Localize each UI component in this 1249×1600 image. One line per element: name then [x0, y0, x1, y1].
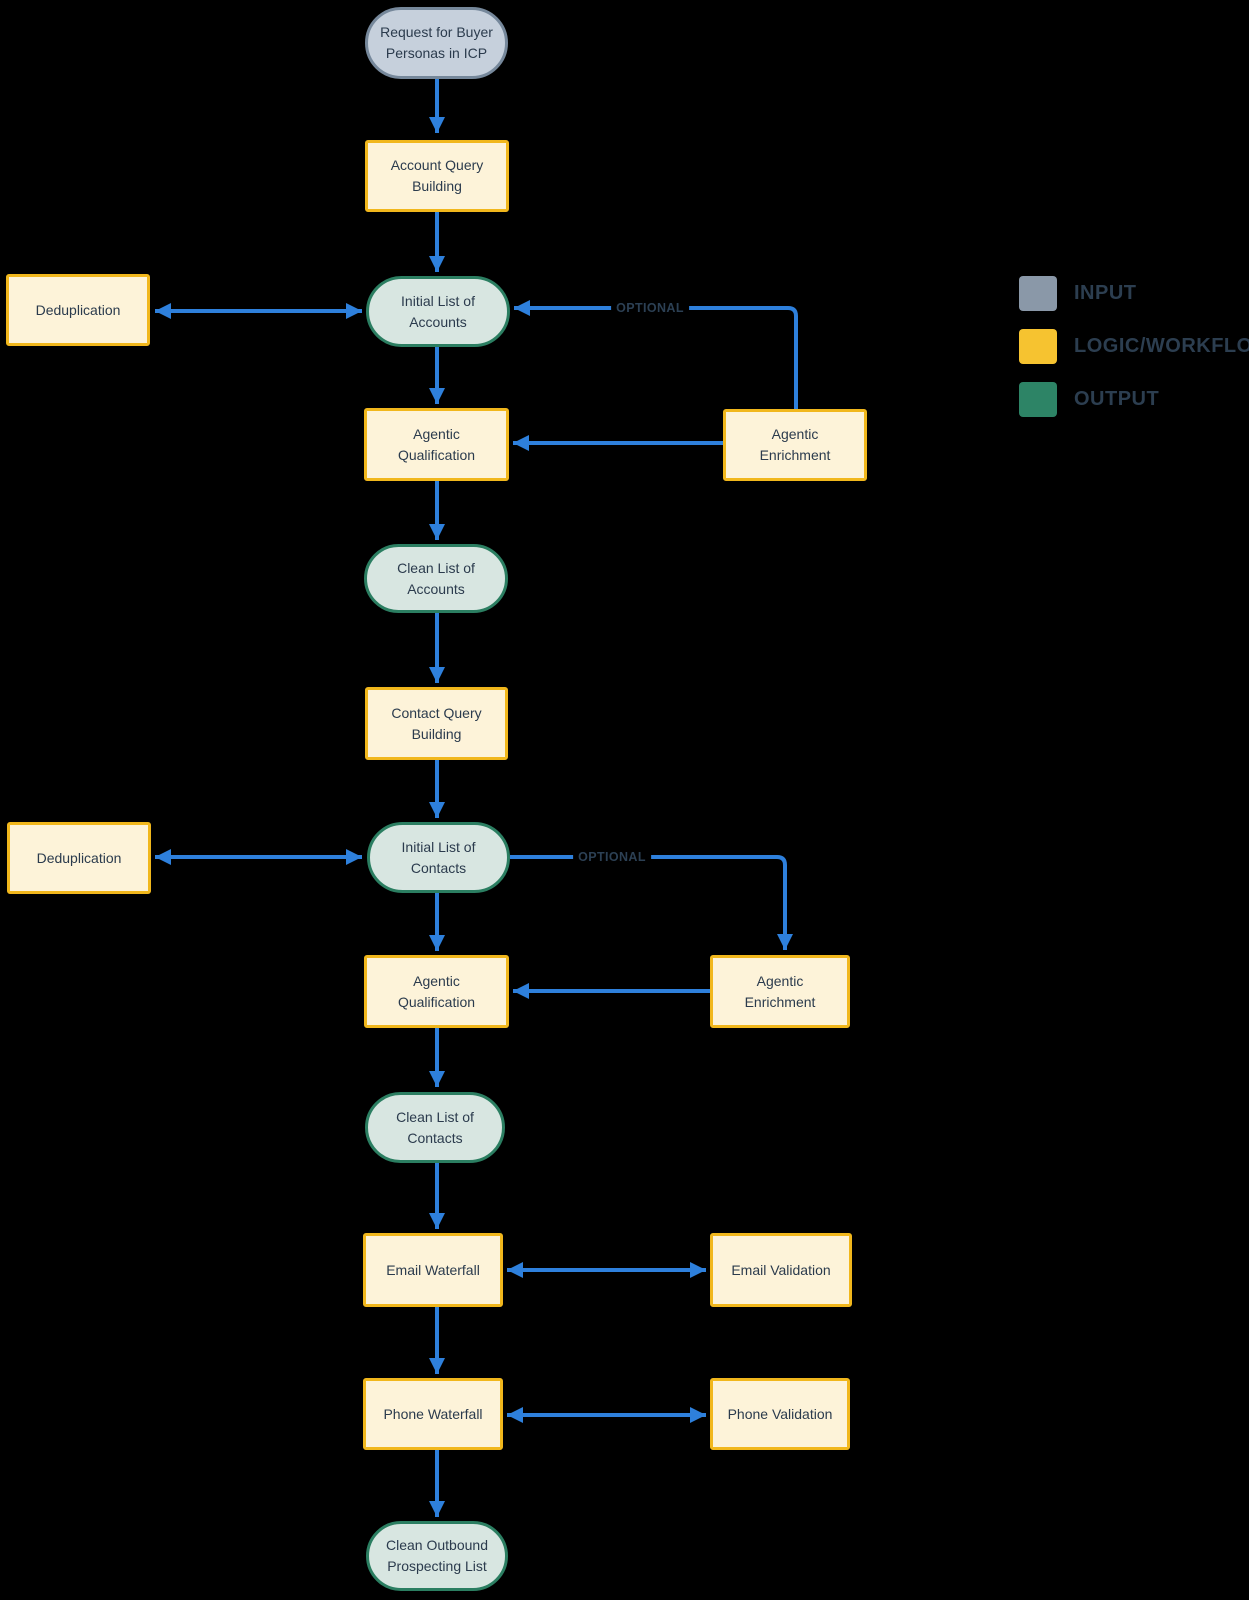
node-deduplication-accounts: Deduplication — [6, 274, 150, 346]
legend-label-input: INPUT — [1074, 281, 1137, 304]
node-label: Deduplication — [35, 301, 121, 318]
node-deduplication-contacts: Deduplication — [7, 822, 151, 894]
node-label: Clean List of Contacts — [396, 1108, 474, 1146]
node-contact-query-building: Contact Query Building — [365, 687, 508, 760]
legend-swatch-input — [1019, 275, 1057, 311]
node-label: Contact Query Building — [391, 704, 482, 742]
node-label: Deduplication — [36, 849, 122, 866]
edge-label-optional-accounts: OPTIONAL — [611, 301, 689, 315]
node-clean-list-of-accounts: Clean List of Accounts — [364, 544, 508, 613]
node-label: Initial List of Accounts — [401, 292, 475, 330]
node-agentic-enrichment-contacts: Agentic Enrichment — [710, 955, 850, 1028]
node-agentic-qualification-accounts: Agentic Qualification — [364, 408, 509, 481]
node-account-query-building: Account Query Building — [365, 140, 509, 212]
node-label: Agentic Enrichment — [759, 426, 831, 463]
node-label: Clean List of Accounts — [397, 559, 475, 597]
legend-label-output: OUTPUT — [1074, 387, 1160, 410]
edge-optional-initial-contacts-to-enrichment — [510, 855, 793, 950]
node-label: Initial List of Contacts — [401, 838, 476, 876]
legend-swatch-logic-workflow — [1019, 328, 1057, 364]
node-agentic-enrichment-accounts: Agentic Enrichment — [723, 409, 867, 481]
node-clean-outbound-prospecting-list: Clean Outbound Prospecting List — [366, 1521, 508, 1591]
legend-swatch-output — [1019, 381, 1057, 417]
node-label: Phone Waterfall — [383, 1405, 483, 1422]
node-label: Phone Validation — [727, 1405, 833, 1422]
legend-row-output: OUTPUT — [1019, 381, 1249, 417]
node-label: Agentic Enrichment — [744, 972, 816, 1010]
node-label: Email Validation — [731, 1261, 831, 1278]
edge-optional-enrichment-to-initial-accounts — [514, 300, 798, 409]
node-label: Agentic Qualification — [397, 425, 476, 463]
node-initial-list-of-contacts: Initial List of Contacts — [367, 822, 510, 893]
node-label: Email Waterfall — [386, 1261, 480, 1278]
legend-row-input: INPUT — [1019, 275, 1249, 311]
legend-row-logic-workflow: LOGIC/WORKFLOW — [1019, 328, 1249, 364]
node-email-validation: Email Validation — [710, 1233, 852, 1307]
edge-label-optional-contacts: OPTIONAL — [573, 850, 651, 864]
node-request-for-buyer-personas: Request for Buyer Personas in ICP — [365, 7, 508, 79]
node-label: Request for Buyer Personas in ICP — [380, 24, 493, 61]
node-clean-list-of-contacts: Clean List of Contacts — [365, 1092, 505, 1163]
node-label: Agentic Qualification — [397, 972, 476, 1010]
node-phone-waterfall: Phone Waterfall — [363, 1378, 503, 1450]
node-initial-list-of-accounts: Initial List of Accounts — [366, 276, 510, 347]
node-label: Clean Outbound Prospecting List — [386, 1537, 488, 1574]
node-label: Account Query Building — [390, 157, 484, 194]
legend: INPUT LOGIC/WORKFLOW OUTPUT — [1019, 275, 1249, 417]
node-agentic-qualification-contacts: Agentic Qualification — [364, 955, 509, 1028]
legend-label-logic-workflow: LOGIC/WORKFLOW — [1074, 334, 1249, 357]
node-phone-validation: Phone Validation — [710, 1378, 850, 1450]
node-email-waterfall: Email Waterfall — [363, 1233, 503, 1307]
